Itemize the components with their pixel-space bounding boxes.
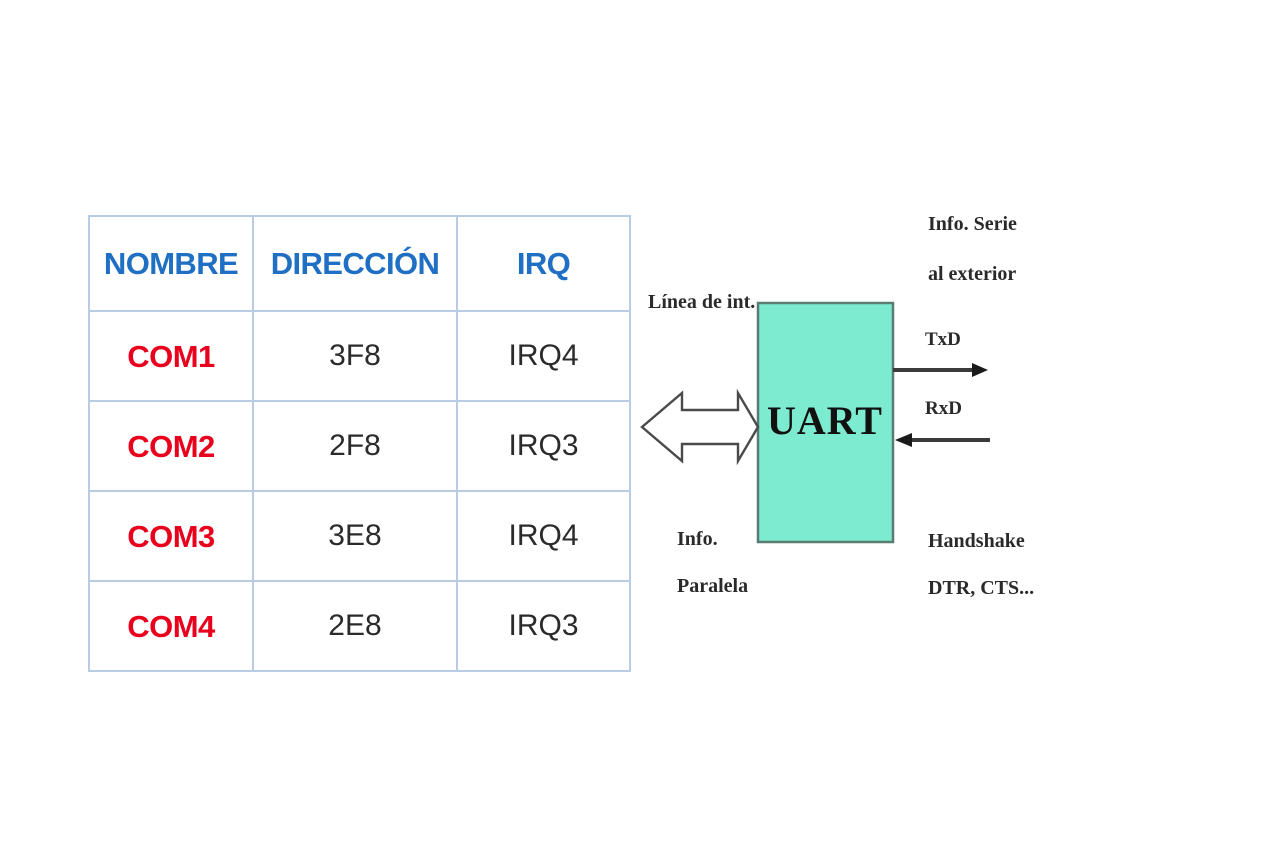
cell-port-name: COM3	[88, 490, 254, 582]
cell-port-address: 3E8	[252, 490, 458, 582]
port-address-label: 2F8	[329, 429, 381, 462]
parallel-bus-double-arrow	[640, 388, 760, 466]
table-header-row: NOMBRE DIRECCIÓN IRQ	[88, 215, 631, 312]
table-row: COM1 3F8 IRQ4	[88, 310, 631, 402]
table-row: COM3 3E8 IRQ4	[88, 490, 631, 582]
cell-port-name: COM2	[88, 400, 254, 492]
rxd-label: RxD	[925, 398, 962, 419]
port-name-label: COM2	[127, 428, 215, 464]
cell-port-irq: IRQ3	[456, 580, 631, 672]
header-label-direccion: DIRECCIÓN	[270, 246, 440, 281]
table-header-cell-irq: IRQ	[456, 215, 631, 312]
parallel-info-label-line1: Info.	[677, 528, 718, 550]
header-label-nombre: NOMBRE	[103, 246, 239, 281]
cell-port-address: 3F8	[252, 310, 458, 402]
cell-port-irq: IRQ3	[456, 400, 631, 492]
cell-port-name: COM1	[88, 310, 254, 402]
port-irq-label: IRQ3	[508, 429, 579, 462]
port-address-label: 3E8	[328, 519, 382, 552]
cell-port-address: 2E8	[252, 580, 458, 672]
port-irq-label: IRQ3	[508, 609, 579, 642]
interrupt-line-label: Línea de int.	[648, 291, 755, 313]
rxd-arrow-head	[895, 433, 912, 447]
port-address-label: 3F8	[329, 339, 381, 372]
txd-arrow-head	[972, 363, 988, 377]
cell-port-irq: IRQ4	[456, 490, 631, 582]
port-name-label: COM4	[127, 608, 215, 644]
port-irq-label: IRQ4	[508, 339, 579, 372]
header-label-irq: IRQ	[516, 246, 571, 281]
table-header-cell-direccion: DIRECCIÓN	[252, 215, 458, 312]
cell-port-name: COM4	[88, 580, 254, 672]
cell-port-irq: IRQ4	[456, 310, 631, 402]
handshake-label-line2: DTR, CTS...	[928, 577, 1034, 599]
uart-block-label: UART	[767, 398, 883, 443]
port-irq-label: IRQ4	[508, 519, 579, 552]
com-ports-table: NOMBRE DIRECCIÓN IRQ COM1 3F8 IRQ4 COM2	[88, 215, 631, 672]
handshake-label-line1: Handshake	[928, 530, 1025, 552]
uart-block-rect	[756, 301, 895, 544]
txd-label: TxD	[925, 329, 961, 350]
port-name-label: COM3	[127, 518, 215, 554]
table-header-cell-nombre: NOMBRE	[88, 215, 254, 312]
parallel-info-label-line2: Paralela	[677, 575, 748, 597]
table-row: COM4 2E8 IRQ3	[88, 580, 631, 672]
port-name-label: COM1	[127, 338, 215, 374]
serial-info-label-line2: al exterior	[928, 263, 1016, 285]
table-row: COM2 2F8 IRQ3	[88, 400, 631, 492]
port-address-label: 2E8	[328, 609, 382, 642]
serial-info-label-line1: Info. Serie	[928, 213, 1017, 235]
cell-port-address: 2F8	[252, 400, 458, 492]
uart-block-diagram: UART Línea de int. Info. Paralela Info. …	[620, 190, 1090, 630]
